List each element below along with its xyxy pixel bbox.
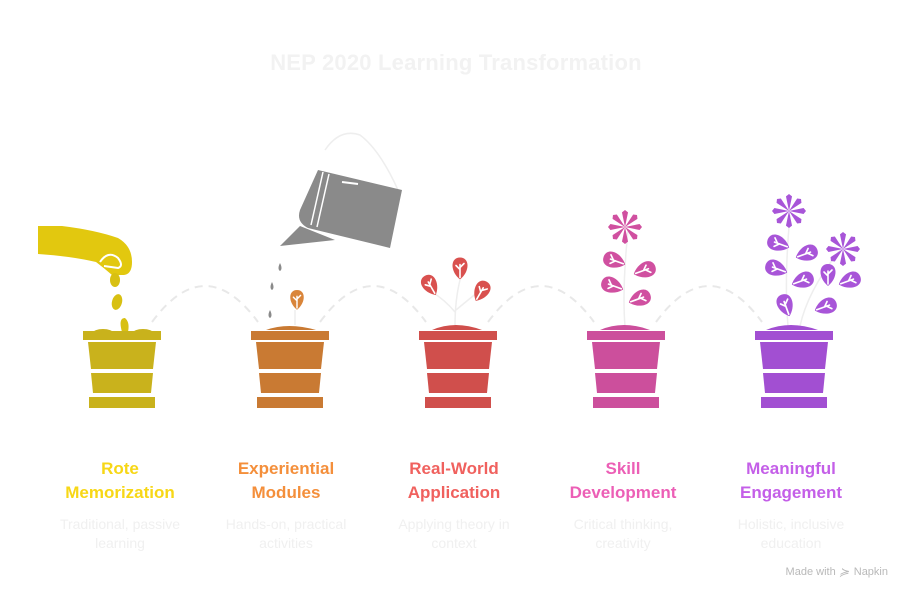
stage-label: Skill [605, 459, 641, 478]
stage-description: learning [95, 535, 145, 551]
stage-label: Meaningful [746, 459, 836, 478]
diagram-title: NEP 2020 Learning Transformation [270, 50, 642, 75]
sprout-small-icon [251, 289, 329, 408]
stage-label: Modules [251, 483, 321, 502]
stage-label: Memorization [65, 483, 175, 502]
connector-arc [151, 285, 259, 323]
sprout-icon [417, 256, 497, 408]
stage-label: Real-World [409, 459, 499, 478]
stage-description: Applying theory in [398, 516, 510, 532]
connector-arcs [151, 285, 763, 323]
stage-label: Development [569, 483, 677, 502]
made-with-text: Made with [785, 566, 836, 578]
brand-name: Napkin [853, 566, 888, 578]
stage-label: Engagement [739, 483, 843, 502]
stage-description: context [431, 535, 477, 551]
stage-label: Application [407, 483, 501, 502]
stage-description: Hands-on, practical [225, 516, 347, 532]
stage-description: education [760, 535, 822, 551]
stage-label: Rote [101, 459, 139, 478]
stage-description: Critical thinking, [573, 516, 673, 532]
watering-can-icon [268, 132, 402, 318]
connector-arc [487, 285, 595, 323]
stage-rote-memorization: Rote Memorization Traditional, passive l… [35, 457, 205, 553]
connector-arc [655, 285, 763, 323]
full-bloom-plant-icon [755, 194, 864, 408]
stage-real-world-application: Real-World Application Applying theory i… [369, 457, 539, 553]
stage-meaningful-engagement: Meaningful Engagement Holistic, inclusiv… [706, 457, 876, 553]
stage-experiential-modules: Experiential Modules Hands-on, practical… [201, 457, 371, 553]
stage-description: Traditional, passive [59, 516, 181, 532]
stage-description: activities [259, 535, 313, 551]
napkin-logo-icon: ≽ [837, 565, 852, 579]
stage-skill-development: Skill Development Critical thinking, cre… [538, 457, 708, 553]
stage-label: Experiential [237, 459, 335, 478]
footer-attribution: Made with ≽ Napkin [786, 565, 888, 579]
stage-description: Holistic, inclusive [737, 516, 845, 532]
flowering-plant-icon [587, 210, 665, 408]
hand-dropping-seeds-icon [38, 226, 161, 408]
stage-description: creativity [595, 535, 651, 551]
connector-arc [319, 285, 427, 323]
